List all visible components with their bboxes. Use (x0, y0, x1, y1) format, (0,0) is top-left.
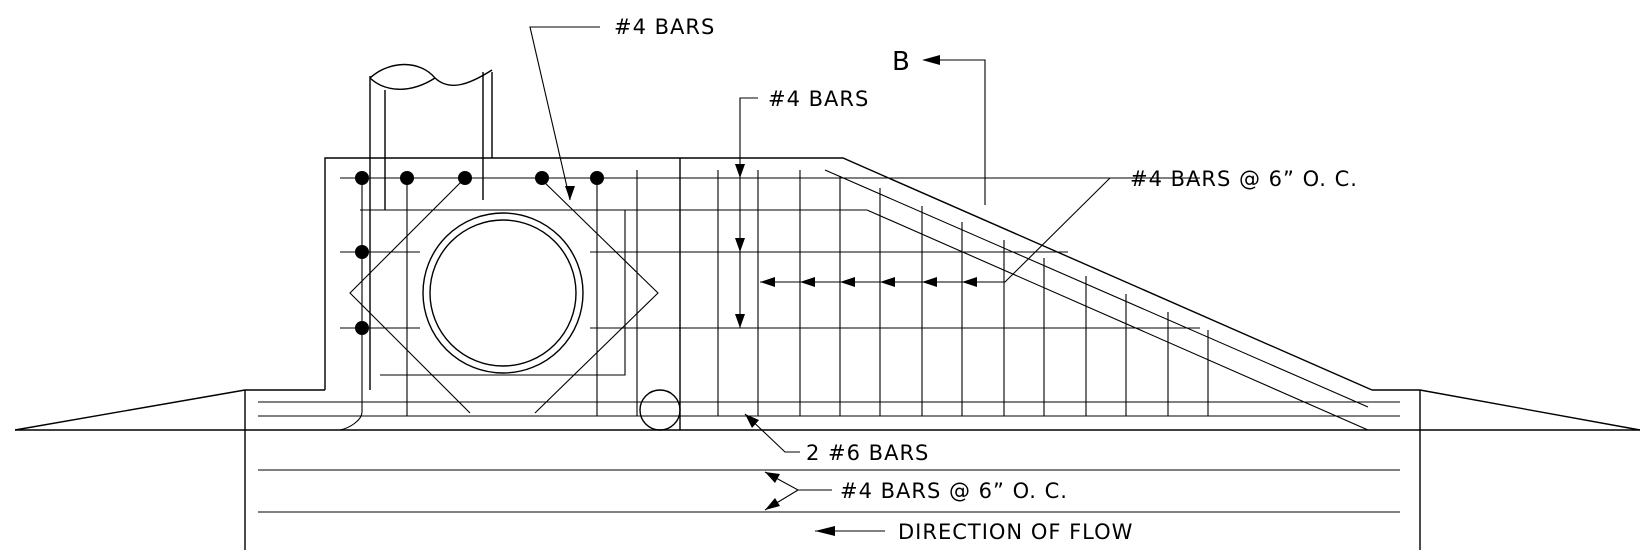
flow-arrow (815, 526, 885, 536)
culvert-pipe (422, 212, 584, 374)
label-bars-top: #4 BARS (614, 15, 715, 39)
vertical-bars (339, 170, 1209, 431)
diamond-stirrup (349, 177, 659, 414)
label-flow-direction: DIRECTION OF FLOW (898, 520, 1133, 544)
leader-bars-mid (735, 97, 758, 328)
footing-slab (244, 390, 1421, 550)
label-bars-spacing-bottom: #4 BARS @ 6” O. C. (840, 479, 1068, 503)
bar-dot (355, 245, 369, 259)
bar-circle (639, 389, 681, 431)
leader-bars-spacing-right (760, 177, 1125, 287)
label-section-mark: B (892, 47, 910, 77)
bar-dot (400, 171, 414, 185)
leader-bars-spacing-bottom (764, 471, 832, 511)
bar-dot (535, 171, 549, 185)
bar-dot (355, 171, 369, 185)
leader-bars-top (529, 26, 600, 201)
leader-bars-bottom-pair (744, 413, 800, 453)
bar-dot (355, 321, 369, 335)
label-bars-spacing-right: #4 BARS @ 6” O. C. (1130, 167, 1358, 191)
headwall-outline (324, 157, 1373, 431)
bar-dots (355, 171, 604, 335)
pipe-stub (369, 63, 493, 390)
horizontal-bars (340, 177, 1200, 329)
bar-dot (458, 171, 472, 185)
label-bars-mid: #4 BARS (768, 87, 869, 111)
section-mark-arrow (922, 55, 986, 205)
label-bars-bottom-pair: 2 #6 BARS (806, 441, 929, 465)
bar-dot (590, 171, 604, 185)
ground-profile (14, 389, 1641, 431)
